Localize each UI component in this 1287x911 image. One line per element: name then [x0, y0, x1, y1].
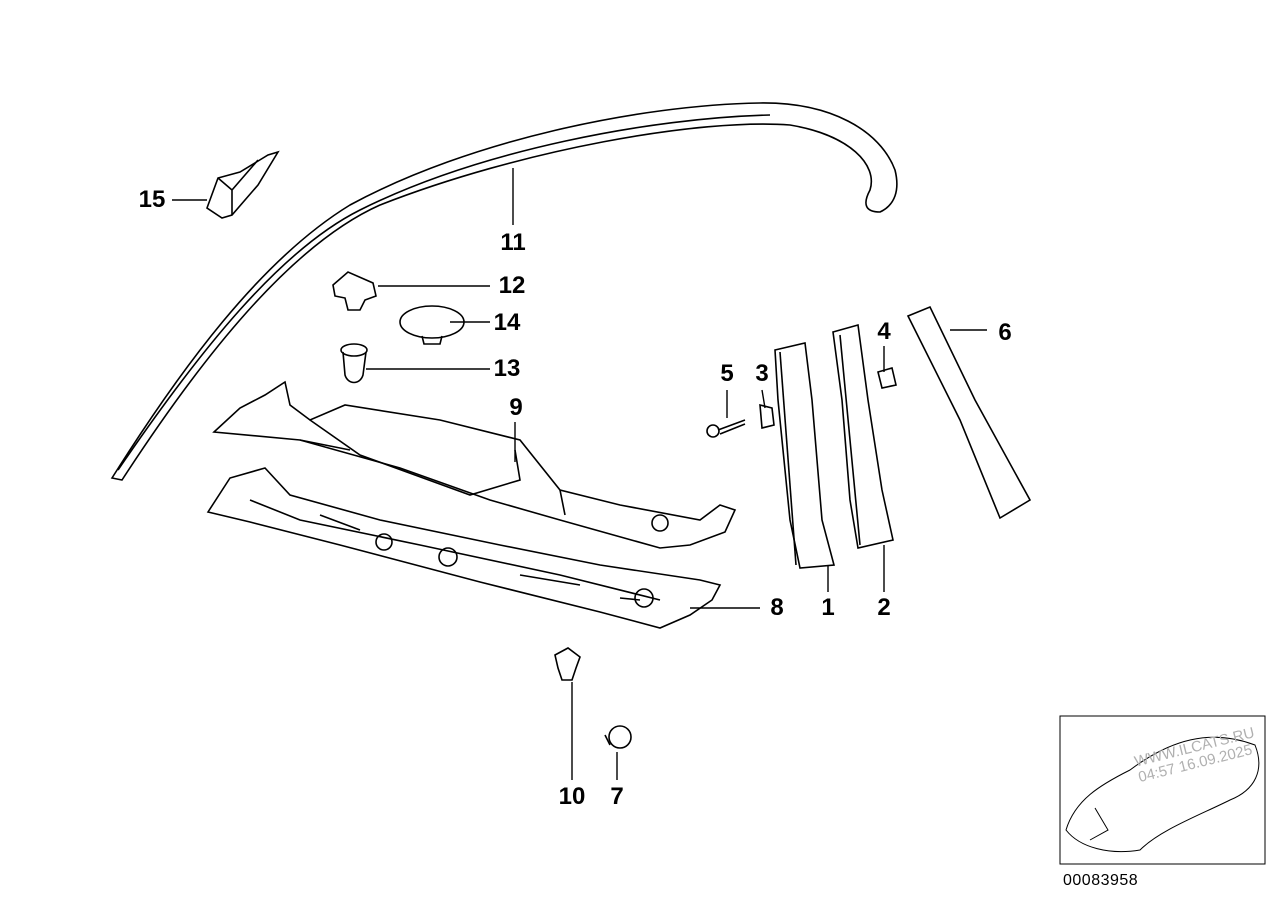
callout-1[interactable]: 1: [821, 594, 835, 621]
part-7-screw-cap[interactable]: [604, 725, 632, 749]
callout-6[interactable]: 6: [998, 319, 1012, 346]
callout-2[interactable]: 2: [877, 594, 891, 621]
part-9-cowl-panel[interactable]: [212, 380, 737, 549]
callout-11[interactable]: 11: [500, 229, 526, 256]
callout-12[interactable]: 12: [498, 272, 526, 299]
part-3-clip-nut[interactable]: [759, 403, 775, 430]
part-12-clip[interactable]: [332, 271, 377, 311]
callout-14[interactable]: 14: [493, 309, 521, 336]
part-14-cap[interactable]: [399, 305, 465, 345]
callout-13[interactable]: 13: [493, 355, 521, 382]
document-number: 00083958: [1063, 872, 1139, 889]
part-10-clip[interactable]: [554, 647, 581, 681]
callout-8[interactable]: 8: [770, 594, 784, 621]
part-4-clip[interactable]: [877, 367, 897, 389]
callout-7[interactable]: 7: [610, 783, 624, 810]
part-5-screw[interactable]: [706, 419, 746, 438]
leader-lines: [172, 168, 987, 780]
part-6-trim-strip[interactable]: [906, 305, 1032, 520]
callout-5[interactable]: 5: [720, 360, 734, 387]
callout-10[interactable]: 10: [558, 783, 586, 810]
part-1-pillar-trim[interactable]: [774, 342, 836, 569]
part-2-pillar-trim[interactable]: [832, 323, 894, 549]
part-11-roof-molding[interactable]: [110, 102, 898, 481]
part-13-grommet[interactable]: [340, 343, 368, 384]
callout-15[interactable]: 15: [138, 186, 166, 213]
vehicle-thumbnail: [1059, 715, 1266, 865]
callout-9[interactable]: 9: [509, 394, 523, 421]
part-15-bracket[interactable]: [206, 150, 280, 219]
part-8-cowl-grille[interactable]: [206, 467, 722, 629]
callout-4[interactable]: 4: [877, 318, 891, 345]
callout-3[interactable]: 3: [755, 360, 769, 387]
